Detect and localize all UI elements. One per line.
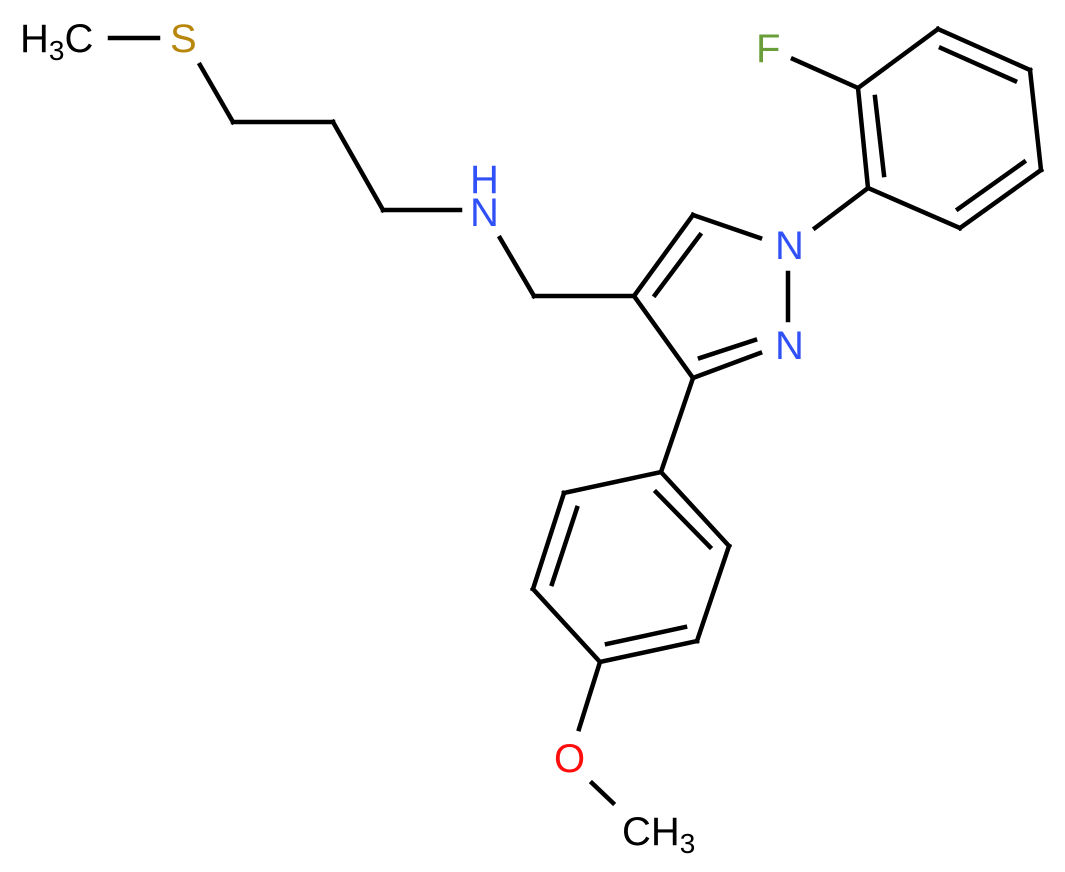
amine-h-label: H bbox=[470, 158, 499, 202]
methyl-o-label: CH3 bbox=[622, 810, 695, 859]
methylthio-propyl-chain bbox=[107, 35, 463, 214]
oxygen-label: O bbox=[554, 737, 585, 781]
sulfur-label: S bbox=[170, 17, 197, 61]
aminomethyl-linker bbox=[496, 234, 637, 300]
pyrazole-n1-label: N bbox=[775, 224, 804, 268]
fluorophenyl-ring bbox=[790, 25, 1045, 232]
amine-n-label: N bbox=[470, 191, 499, 235]
pyrazole-ring bbox=[630, 211, 791, 382]
pyrazole-n2-label: N bbox=[775, 324, 804, 368]
methyl-s-label: H3C bbox=[20, 17, 93, 66]
fluorine-label: F bbox=[756, 27, 780, 71]
n-aryl-bond bbox=[811, 184, 872, 232]
c-aryl-bond bbox=[658, 375, 696, 475]
methoxyphenyl-ring bbox=[529, 468, 733, 807]
